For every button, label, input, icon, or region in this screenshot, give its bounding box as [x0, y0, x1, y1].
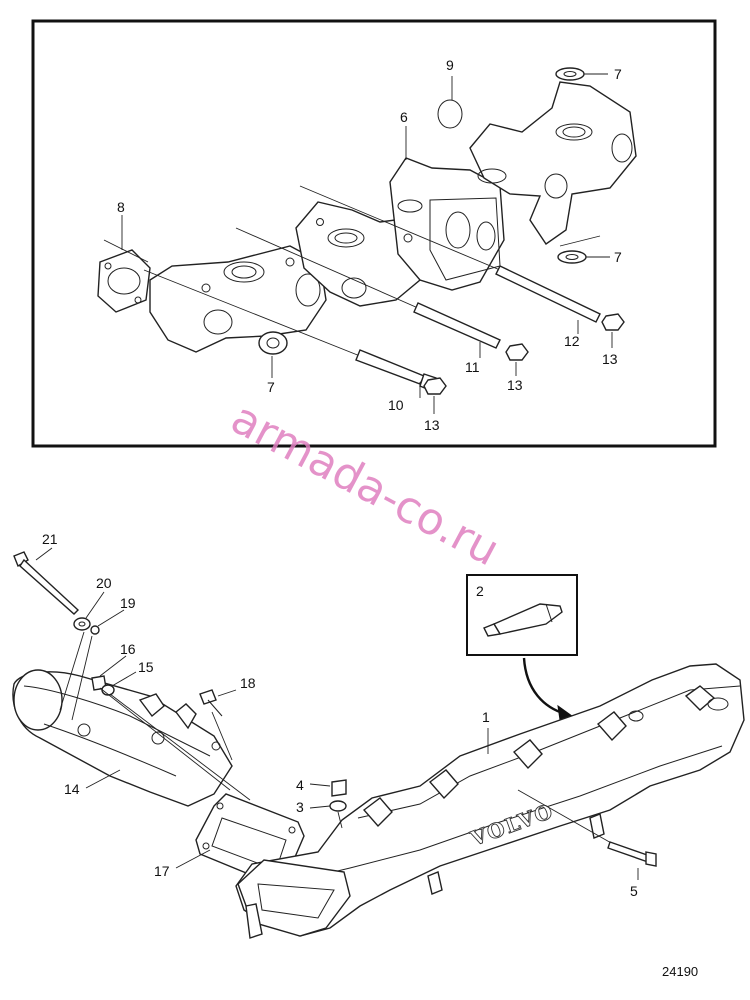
callout-7-front: 7: [267, 379, 275, 395]
sealant-tube-icon: [483, 603, 563, 637]
sealing-ring-7-bottom: [557, 250, 587, 264]
callout-5: 5: [630, 883, 638, 899]
bolts-long: [103, 185, 601, 394]
exhaust-manifold-1: VOLVO: [235, 663, 745, 939]
callout-9: 9: [446, 57, 454, 73]
callout-8: 8: [117, 199, 125, 215]
callout-6: 6: [400, 109, 408, 125]
sealing-ring-7-top: [555, 67, 585, 81]
watermark: armada-co.ru: [223, 393, 508, 577]
callout-2: 2: [476, 583, 484, 599]
callout-20: 20: [96, 575, 112, 591]
manifold-sections: [97, 81, 637, 353]
callout-4: 4: [296, 777, 304, 793]
callout-19: 19: [120, 595, 136, 611]
sealing-ring-7-front: [258, 331, 288, 355]
callout-13-b: 13: [507, 377, 523, 393]
callout-3: 3: [296, 799, 304, 815]
callout-15: 15: [138, 659, 154, 675]
callout-14: 14: [64, 781, 80, 797]
callout-12: 12: [564, 333, 580, 349]
gasket-8: [97, 249, 151, 313]
callout-7-top: 7: [614, 66, 622, 82]
figure-number: 24190: [662, 964, 698, 979]
callout-7-bottom: 7: [614, 249, 622, 265]
manifold-section-turbo: [389, 157, 505, 291]
callout-13-a: 13: [424, 417, 440, 433]
o-ring-9: [437, 99, 463, 129]
callout-21: 21: [42, 531, 58, 547]
inset-frame: [31, 19, 717, 448]
callout-13-c: 13: [602, 351, 618, 367]
callout-10: 10: [388, 397, 404, 413]
manifold-section-rear: [469, 81, 637, 245]
exhaust-pipe-14: [12, 669, 233, 807]
callout-1: 1: [482, 709, 490, 725]
nuts-13: [423, 313, 625, 395]
callout-16: 16: [120, 641, 136, 657]
callout-18: 18: [240, 675, 256, 691]
callout-11: 11: [465, 359, 480, 375]
manifold-section-front: [149, 245, 327, 353]
callout-17: 17: [154, 863, 170, 879]
inset-leaders: [121, 73, 613, 414]
fasteners-lower: [13, 551, 657, 867]
sealant-arrow: [522, 657, 567, 716]
lower-leaders: [35, 547, 639, 880]
